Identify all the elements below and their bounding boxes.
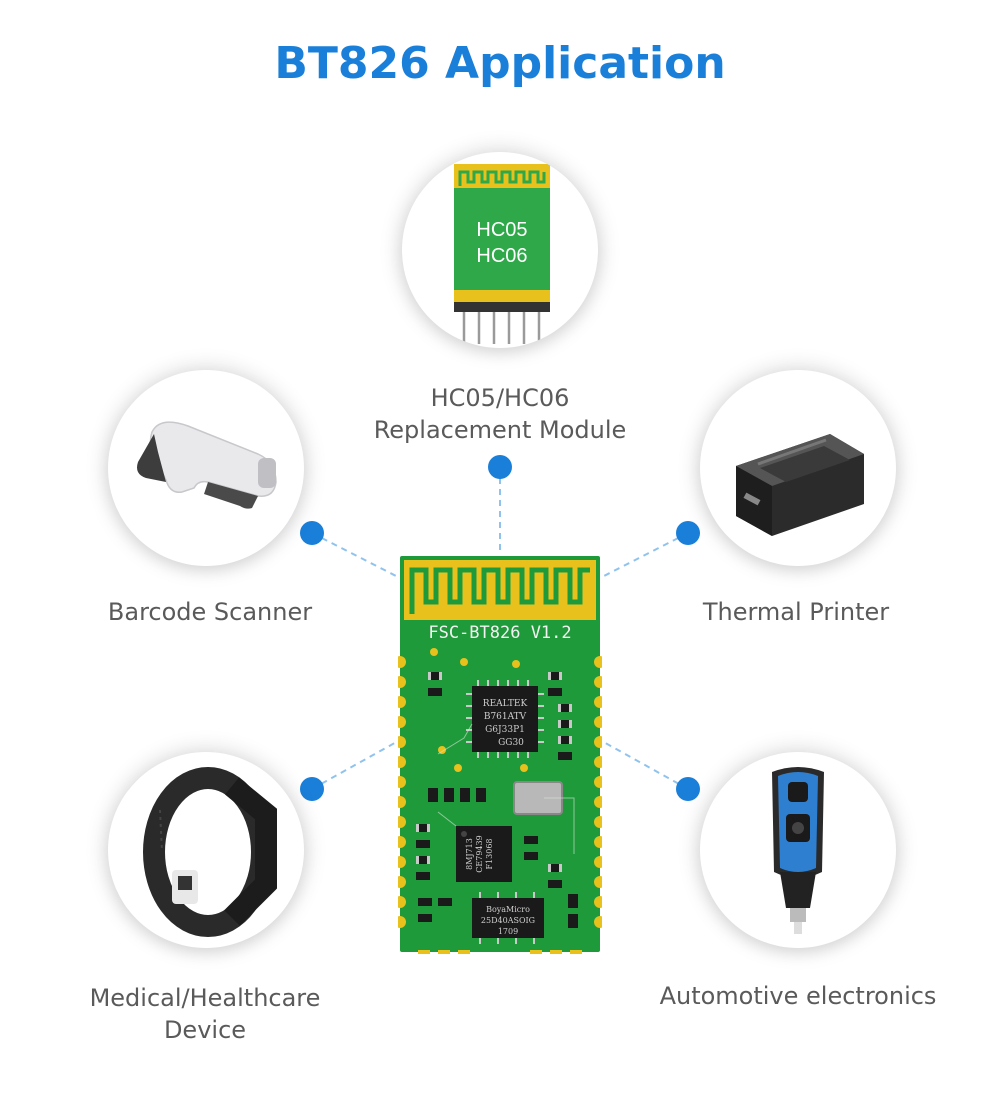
thermal-printer-icon <box>736 434 864 536</box>
connector-dot-bottom-left <box>300 777 324 801</box>
label-barcode-scanner: Barcode Scanner <box>60 596 360 628</box>
chip1-line4: GG30 <box>498 738 524 748</box>
chip2-line1: F13068 <box>485 839 494 870</box>
connector-bottom-right <box>599 739 689 790</box>
label-automotive-line1: Automotive electronics <box>659 982 937 1010</box>
label-medical-line2: Device <box>163 1016 247 1044</box>
hc06-text: HC06 <box>476 245 527 267</box>
label-medical-device: Medical/Healthcare Device <box>40 982 370 1046</box>
thermal-printer-circle <box>700 370 896 566</box>
connector-dot-bottom-right <box>676 777 700 801</box>
connector-dot-top <box>488 455 512 479</box>
label-automotive: Automotive electronics <box>620 980 976 1012</box>
barcode-scanner-icon <box>137 421 277 509</box>
label-printer-line1: Thermal Printer <box>702 598 890 626</box>
chip2-line3: 8MJ713 <box>465 838 474 870</box>
label-hc05-replacement: HC05/HC06 Replacement Module <box>300 382 700 446</box>
bt826-module: FSC-BT826 V1.2 REALTEK B761ATV G6J33P1 G… <box>398 556 602 954</box>
connector-dot-top-left <box>300 521 324 545</box>
chip1-line3: G6J33P1 <box>485 725 525 735</box>
car-charger-circle <box>700 752 896 948</box>
smd-components <box>416 648 578 928</box>
connector-dot-top-right <box>676 521 700 545</box>
edge-pads <box>398 656 602 954</box>
wristband-icon <box>143 767 277 937</box>
chip3-line1: BoyaMicro <box>486 905 530 914</box>
wristband-circle <box>108 752 304 948</box>
page-title: BT826 Application <box>274 38 726 89</box>
chip3-line3: 1709 <box>498 927 518 936</box>
label-thermal-printer: Thermal Printer <box>646 596 946 628</box>
label-hc05-line1: HC05/HC06 <box>430 384 570 412</box>
label-hc05-line2: Replacement Module <box>373 416 627 444</box>
connector-bottom-left <box>311 739 401 790</box>
chip2-line2: CE79439 <box>475 835 484 872</box>
chip1-line1: REALTEK <box>483 699 528 709</box>
chip-flash <box>472 898 544 938</box>
hc05-module-circle: HC05 HC06 <box>402 152 598 348</box>
chip3-line2: 25D40ASOIG <box>481 916 535 925</box>
antenna-trace <box>409 567 590 614</box>
board-label: FSC-BT826 V1.2 <box>428 623 571 643</box>
chip-realtek <box>472 686 538 752</box>
hc05-module-icon: HC05 HC06 <box>454 164 550 344</box>
connector-top-left <box>311 532 401 579</box>
label-barcode-line1: Barcode Scanner <box>107 598 313 626</box>
car-charger-icon <box>772 767 824 934</box>
hc05-text: HC05 <box>476 219 527 241</box>
label-medical-line1: Medical/Healthcare <box>89 984 321 1012</box>
barcode-scanner-circle <box>108 370 304 566</box>
connector-top-right <box>599 532 689 579</box>
chip1-line2: B761ATV <box>484 712 527 722</box>
